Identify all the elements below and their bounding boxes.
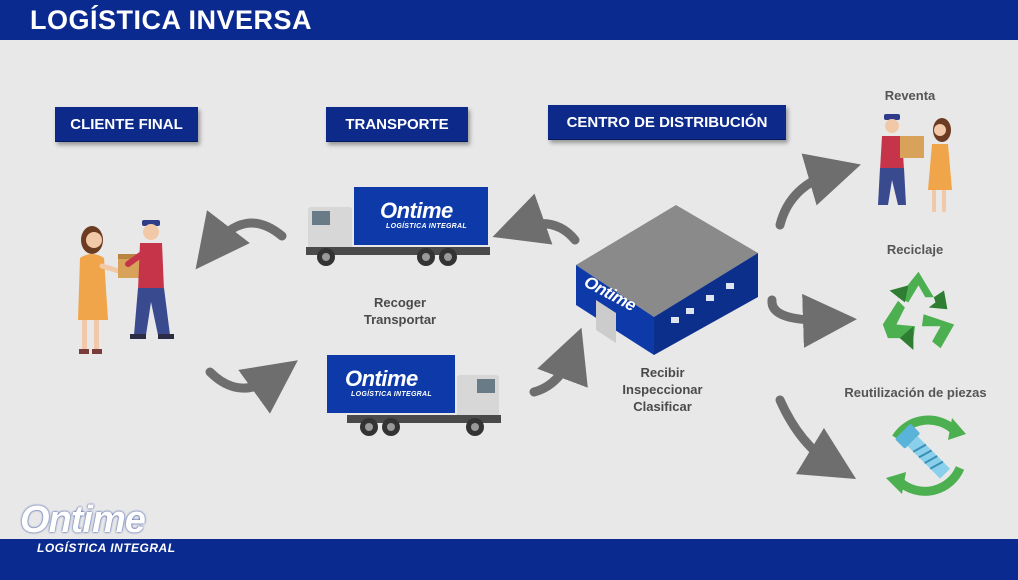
brand-tagline: LOGÍSTICA INTEGRAL bbox=[37, 541, 176, 555]
truck2-brand: Ontime bbox=[345, 366, 418, 391]
arrow-to-reciclaje bbox=[767, 293, 857, 348]
outcome-reciclaje-label: Reciclaje bbox=[886, 242, 944, 257]
truck-pickup-icon bbox=[306, 187, 490, 266]
resale-people-icon bbox=[878, 114, 952, 212]
center-steps: Recibir Inspeccionar Clasificar bbox=[605, 364, 720, 415]
customer-delivery-icon bbox=[78, 220, 174, 354]
arrow-client-to-transport bbox=[205, 360, 298, 414]
truck2-tagline: LOGÍSTICA INTEGRAL bbox=[351, 391, 432, 398]
transport-steps: Recoger Transportar bbox=[350, 294, 450, 328]
step-recoger: Recoger bbox=[373, 295, 427, 310]
bolt-reuse-icon bbox=[886, 415, 966, 496]
arrow-center-to-transport bbox=[492, 193, 580, 245]
arrow-transport-to-center bbox=[529, 327, 588, 397]
arrow-to-reventa bbox=[775, 153, 861, 230]
footer-bar bbox=[0, 539, 1018, 580]
step-inspeccionar: Inspeccionar bbox=[622, 382, 703, 397]
brand-logo: Ontime bbox=[20, 499, 146, 541]
arrow-to-reutilizacion bbox=[775, 395, 857, 480]
arrow-transport-to-client bbox=[195, 210, 287, 270]
recycle-icon bbox=[882, 271, 955, 350]
truck1-brand: Ontime bbox=[380, 198, 453, 223]
stage-cliente-final: CLIENTE FINAL bbox=[55, 107, 198, 142]
step-recibir: Recibir bbox=[640, 365, 685, 380]
truck1-tagline: LOGÍSTICA INTEGRAL bbox=[386, 223, 467, 230]
stage-centro-distribucion: CENTRO DE DISTRIBUCIÓN bbox=[548, 105, 786, 140]
warehouse-icon bbox=[576, 205, 758, 355]
header-bar bbox=[0, 0, 1018, 40]
outcome-reventa-label: Reventa bbox=[884, 88, 936, 103]
step-transportar: Transportar bbox=[363, 312, 437, 327]
truck-transport-icon bbox=[327, 355, 501, 436]
page-title: LOGÍSTICA INVERSA bbox=[30, 5, 313, 35]
stage-transporte: TRANSPORTE bbox=[326, 107, 468, 142]
outcome-reutilizacion-label: Reutilización de piezas bbox=[844, 385, 987, 400]
step-clasificar: Clasificar bbox=[633, 399, 692, 414]
